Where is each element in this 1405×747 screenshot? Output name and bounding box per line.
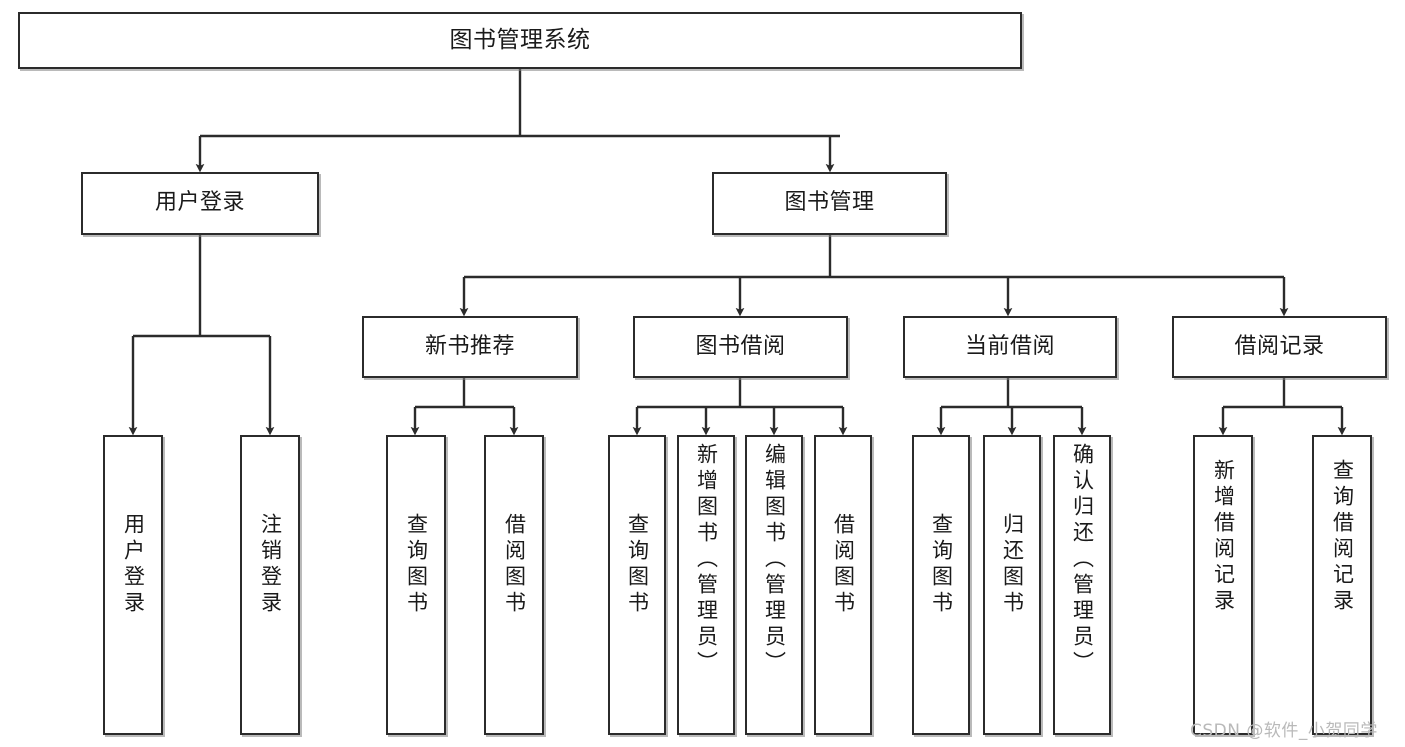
node-new-book-rec-label: 新书推荐 [424,333,515,359]
node-leaf-user-logout-label: 注销登录 [258,513,283,617]
node-leaf-add-record[interactable]: 新增借阅记录 [1193,435,1253,735]
node-book-borrow[interactable]: 图书借阅 [633,316,848,378]
node-leaf-edit-book[interactable]: 编辑图书（管理员） [745,435,803,735]
node-borrow-record-label: 借阅记录 [1234,333,1325,359]
node-book-manage-label: 图书管理 [784,190,875,216]
node-leaf-edit-book-label: 编辑图书（管理员） [762,443,787,677]
node-leaf-query-book-2[interactable]: 查询图书 [608,435,666,735]
node-leaf-query-record[interactable]: 查询借阅记录 [1312,435,1372,735]
node-leaf-query-book-3-label: 查询图书 [929,513,954,617]
node-leaf-user-login[interactable]: 用户登录 [103,435,163,735]
node-leaf-borrow-book-2[interactable]: 借阅图书 [814,435,872,735]
node-leaf-confirm-return-label: 确认归还（管理员） [1070,443,1095,677]
node-user-login-label: 用户登录 [154,190,245,216]
node-leaf-borrow-book-1-label: 借阅图书 [502,513,527,617]
node-new-book-rec[interactable]: 新书推荐 [362,316,578,378]
node-leaf-query-book-1-label: 查询图书 [404,513,429,617]
node-leaf-borrow-book-2-label: 借阅图书 [831,513,856,617]
node-leaf-query-record-label: 查询借阅记录 [1330,459,1355,615]
node-leaf-return-book[interactable]: 归还图书 [983,435,1041,735]
node-book-borrow-label: 图书借阅 [695,333,786,359]
node-leaf-query-book-3[interactable]: 查询图书 [912,435,970,735]
node-leaf-user-login-label: 用户登录 [121,513,146,617]
node-root[interactable]: 图书管理系统 [18,12,1022,69]
node-user-login[interactable]: 用户登录 [81,172,319,235]
node-leaf-confirm-return[interactable]: 确认归还（管理员） [1053,435,1111,735]
node-leaf-user-logout[interactable]: 注销登录 [240,435,300,735]
node-leaf-borrow-book-1[interactable]: 借阅图书 [484,435,544,735]
node-borrow-record[interactable]: 借阅记录 [1172,316,1387,378]
node-leaf-return-book-label: 归还图书 [1000,513,1025,617]
csdn-watermark: CSDN @软件_小贺同学 [1190,721,1378,741]
node-root-label: 图书管理系统 [449,26,591,53]
node-leaf-query-book-2-label: 查询图书 [625,513,650,617]
node-leaf-add-book[interactable]: 新增图书（管理员） [677,435,735,735]
node-current-borrow-label: 当前借阅 [964,333,1055,359]
node-leaf-add-book-label: 新增图书（管理员） [694,443,719,677]
node-book-manage[interactable]: 图书管理 [712,172,947,235]
node-leaf-add-record-label: 新增借阅记录 [1211,459,1236,615]
node-leaf-query-book-1[interactable]: 查询图书 [386,435,446,735]
node-current-borrow[interactable]: 当前借阅 [903,316,1117,378]
